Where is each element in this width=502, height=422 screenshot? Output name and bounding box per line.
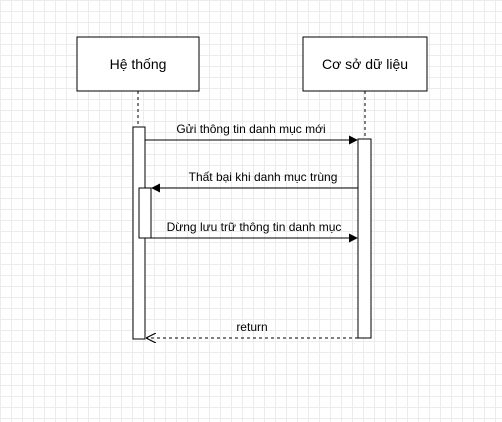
- message-send-new-category[interactable]: Gửi thông tin danh mục mới: [145, 122, 358, 145]
- activation-database: [357, 138, 372, 339]
- message-duplicate-failure[interactable]: Thất bại khi danh mục trùng: [151, 170, 358, 193]
- participant-database[interactable]: Cơ sở dữ liệu: [302, 36, 428, 92]
- participant-system[interactable]: Hệ thống: [76, 36, 200, 92]
- message-label: Thất bại khi danh mục trùng: [189, 170, 338, 184]
- message-return[interactable]: return: [147, 320, 358, 338]
- activation-system-nested: [138, 187, 152, 239]
- return-label: return: [236, 320, 267, 334]
- participant-database-label: Cơ sở dữ liệu: [322, 56, 408, 72]
- message-label: Dừng lưu trữ thông tin danh mục: [167, 220, 342, 234]
- message-label: Gửi thông tin danh mục mới: [176, 122, 325, 136]
- message-stop-saving[interactable]: Dừng lưu trữ thông tin danh mục: [151, 220, 358, 243]
- participant-system-label: Hệ thống: [110, 56, 167, 72]
